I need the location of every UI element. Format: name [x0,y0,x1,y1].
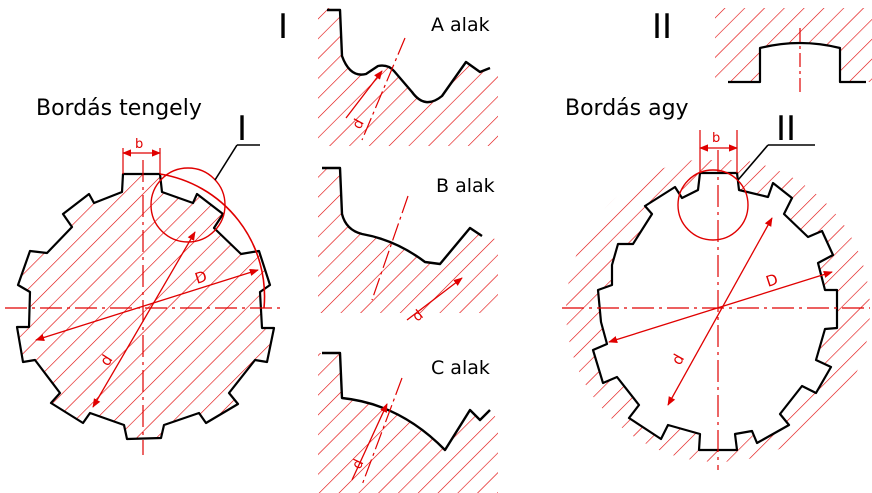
splined-shaft-view: b D d [5,137,285,455]
shaft-section [15,172,276,441]
form-c-profile [322,351,491,452]
detail-ii-circle [677,169,749,241]
form-b-dim-d [406,277,463,321]
outer-diameter-arc [159,173,266,309]
form-a-dim-d [345,70,383,119]
form-a-profile [327,8,491,104]
dim-D-label: D [193,267,210,288]
form-c-dim-d [351,403,388,481]
splined-hub-view: b D d [562,130,870,470]
form-a-detail: d [318,8,498,146]
form-c-axis [361,377,403,486]
form-b-axis [371,195,409,301]
detail-ii-callout: II [776,109,796,149]
detail-i-callout: I [237,109,247,149]
detail-i-circle [150,167,226,243]
dim-b-label: b [135,137,143,152]
detail-i-heading: I [278,7,288,47]
detail-ii-view [715,8,872,93]
detail-ii-section [715,8,872,82]
detail-ii-heading: II [652,7,672,47]
form-c-detail: d [318,351,498,493]
dim-d-line [92,231,196,408]
form-a-title: A alak [431,14,490,36]
hub-section [566,160,870,462]
form-a-section [318,8,498,146]
form-c-title: C alak [431,357,490,379]
hub-dim-b-label: b [712,131,720,146]
hub-dim-d-line [667,217,773,406]
hub-title: Bordás agy [565,96,689,121]
form-b-title: B alak [436,175,495,197]
shaft-title: Bordás tengely [36,96,202,121]
hub-dim-D-label: D [764,270,781,291]
detail-i-leader [214,144,238,181]
hub-dim-d-label: d [668,351,688,368]
form-c-section [318,353,498,493]
form-b-detail: d [318,166,498,325]
detail-ii-leader [737,144,769,181]
form-b-profile [322,166,483,266]
hub-dim-D-line [608,270,833,344]
form-b-section [318,168,498,313]
detail-ii-profile [728,41,866,84]
form-a-axis [361,37,406,141]
